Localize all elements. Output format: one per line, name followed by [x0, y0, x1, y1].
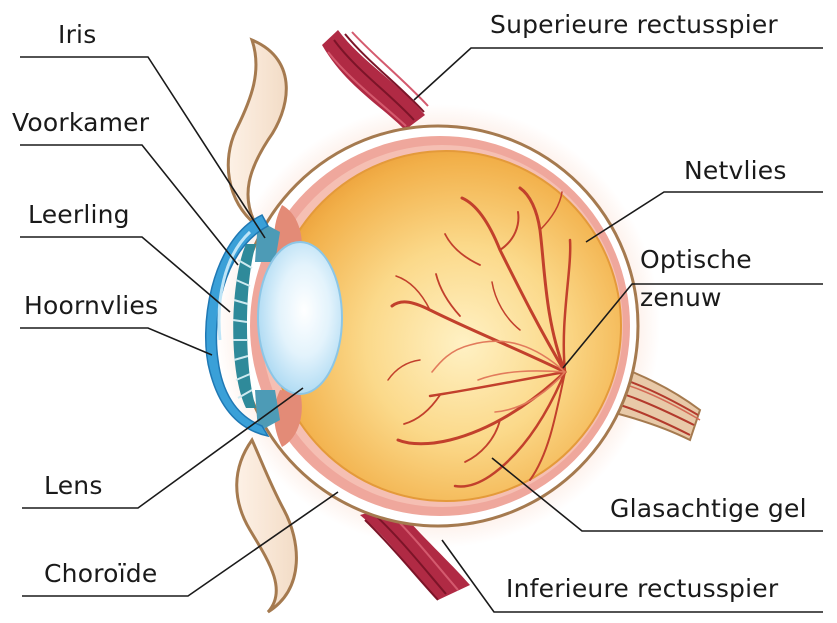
label-lens: Lens [44, 471, 103, 501]
label-choroide: Choroïde [44, 559, 157, 589]
label-hoornvlies: Hoornvlies [24, 291, 158, 321]
label-optische: Optische [640, 245, 752, 275]
label-netvlies: Netvlies [684, 156, 787, 186]
label-iris: Iris [58, 20, 96, 50]
label-inferieure-rectusspier: Inferieure rectusspier [506, 574, 778, 604]
leader-superieure [414, 48, 823, 100]
leader-hoornvlies [20, 328, 212, 355]
label-glasachtige-gel: Glasachtige gel [610, 494, 807, 524]
label-superieure-rectusspier: Superieure rectusspier [490, 10, 778, 40]
label-leerling: Leerling [28, 200, 130, 230]
label-voorkamer: Voorkamer [12, 108, 149, 138]
label-zenuw: zenuw [640, 283, 722, 313]
lens [258, 242, 342, 394]
